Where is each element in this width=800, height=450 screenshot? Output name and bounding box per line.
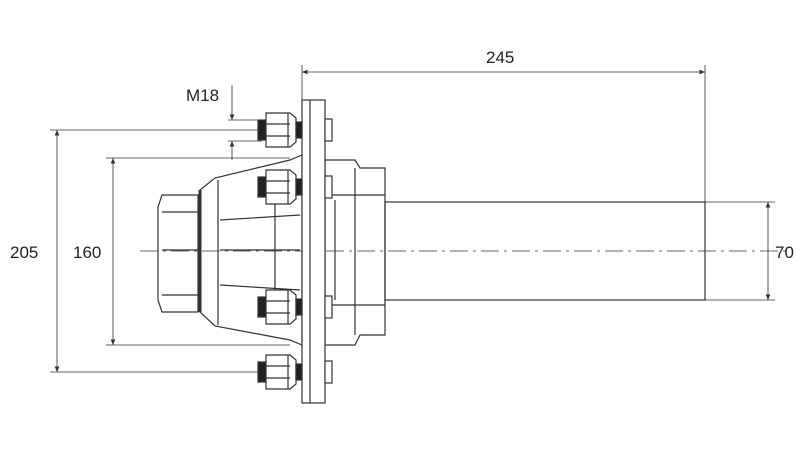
dim-bolt-circle-label: 205 [10, 243, 39, 262]
dimension-lines [50, 65, 775, 373]
hub-cap [157, 194, 199, 313]
wheel-nuts [257, 112, 333, 390]
dim-hub-diameter-label: 160 [73, 243, 102, 262]
wheel-nut [257, 289, 333, 325]
thread-size-label: M18 [186, 86, 220, 105]
rear-hub [324, 159, 386, 346]
wheel-nut [257, 169, 333, 205]
brake-flange [301, 99, 326, 404]
wheel-nut [257, 112, 333, 148]
wheel-nut [257, 354, 333, 390]
dim-length-label: 245 [486, 48, 515, 67]
dim-shaft-diameter-label: 70 [775, 243, 794, 262]
